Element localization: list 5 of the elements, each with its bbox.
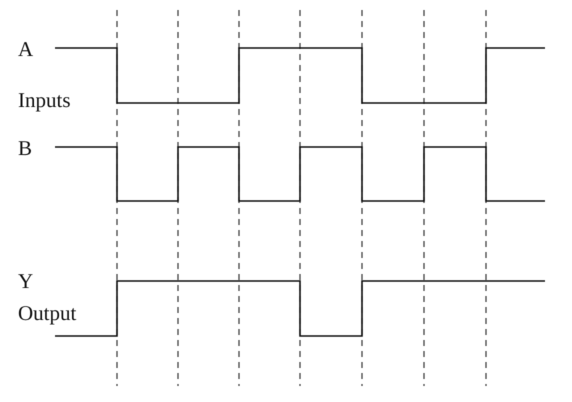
signal-name: Y xyxy=(18,270,34,292)
group-label: Output xyxy=(18,302,76,324)
signal-name: B xyxy=(18,137,32,159)
group-label: Inputs xyxy=(18,89,70,111)
signal-name: A xyxy=(18,38,34,60)
